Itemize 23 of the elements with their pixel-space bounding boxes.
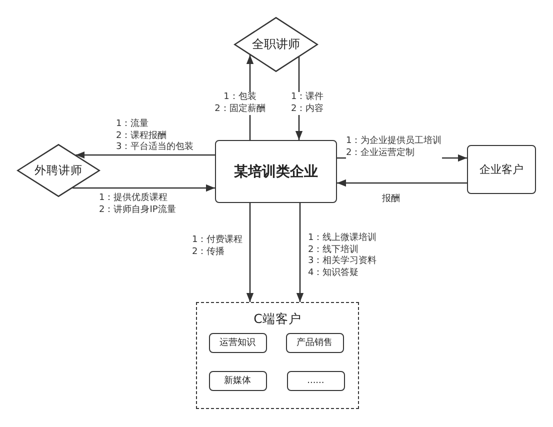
edge-label: 1：课件 2：内容 <box>291 92 324 115</box>
edge-label: 1：提供优质课程 2：讲师自身IP流量 <box>99 193 176 216</box>
arrow <box>296 203 304 302</box>
dashed-group-box <box>196 302 359 409</box>
edge-label: 1：为企业提供员工培训 2：企业运营定制 <box>346 136 442 159</box>
rounded-box: ...... <box>286 370 345 391</box>
arrow <box>72 184 215 192</box>
edge-label: 报酬 <box>382 194 400 206</box>
rounded-box: 新媒体 <box>208 370 267 391</box>
rounded-box: 运营知识 <box>208 332 267 353</box>
arrow <box>246 203 254 302</box>
diamond: 外聘讲师 <box>17 144 100 197</box>
process-box: 企业客户 <box>467 145 536 194</box>
arrow <box>337 179 467 187</box>
edge-label: 1：线上微课培训 2：线下培训 3：相关学习资料 4：知识答疑 <box>308 233 377 279</box>
arrow <box>76 151 215 159</box>
rounded-box: 产品销售 <box>286 332 344 353</box>
group-title: C端客户 <box>254 311 302 328</box>
diamond: 全职讲师 <box>234 17 318 72</box>
edge-label: 1：包装 2：固定薪酬 <box>214 92 266 115</box>
edge-label: 1：流量 2：课程报酬 3：平台适当的包装 <box>116 119 194 154</box>
edge-label: 1：付费课程 2：传播 <box>192 235 243 258</box>
process-box: 某培训类企业 <box>215 140 337 203</box>
